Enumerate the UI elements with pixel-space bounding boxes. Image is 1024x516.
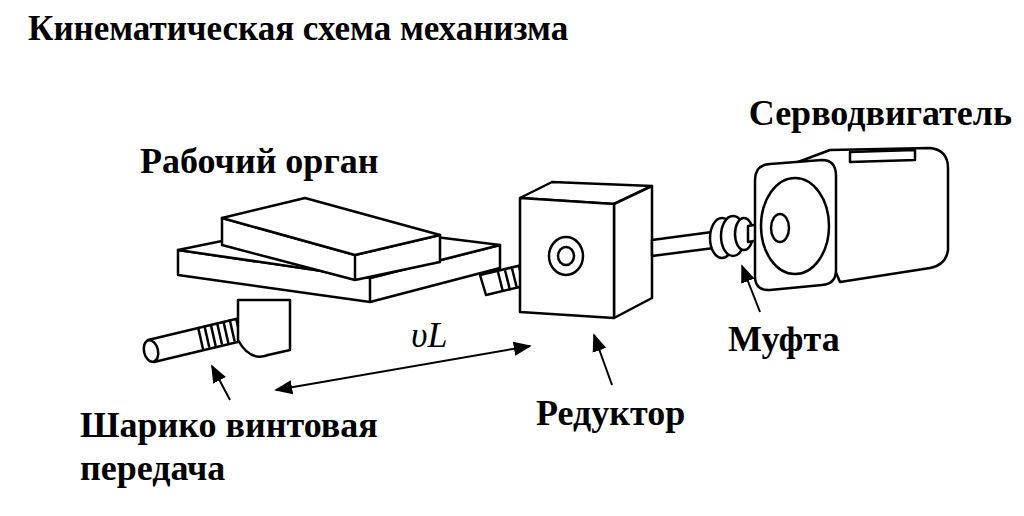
velocity-label: υL <box>408 314 451 357</box>
motor-hub <box>771 214 789 242</box>
reducer-bore <box>549 237 583 275</box>
thread-stroke <box>505 270 510 290</box>
ball-nut <box>238 300 290 357</box>
diagram-title: Кинематическая схема механизма <box>28 8 568 50</box>
screw-thread <box>198 318 241 349</box>
thread-stroke <box>217 323 222 345</box>
leader-arrow <box>742 266 760 312</box>
thread-stroke <box>211 324 216 346</box>
part-label: Шарико винтовая передача <box>80 404 500 490</box>
work-block-top <box>222 198 440 255</box>
part-label: Серводвигатель <box>749 92 1012 135</box>
motor-top-detail <box>850 150 915 162</box>
reducer-front <box>520 198 614 318</box>
motor-flange <box>755 160 836 290</box>
thread-stroke <box>230 320 235 342</box>
reducer-bore-inner <box>558 247 574 265</box>
reducer-side <box>614 186 652 318</box>
screw-end <box>142 339 161 364</box>
work-block-edge <box>354 255 357 280</box>
motor-face <box>761 178 829 274</box>
thread-stroke <box>498 272 503 292</box>
part-label: Рабочий орган <box>140 140 378 183</box>
part-label: Редуктор <box>536 392 685 435</box>
thread-stroke <box>512 269 517 289</box>
thread-stroke <box>223 321 228 343</box>
screw-rod <box>148 318 246 362</box>
leader-arrow <box>594 335 612 385</box>
table-plate-edge <box>369 278 372 302</box>
part-label: Муфта <box>728 318 840 361</box>
dimension-arrow <box>276 346 530 390</box>
thread-stroke <box>204 326 209 348</box>
thread-stroke <box>198 327 203 349</box>
shaft <box>652 232 714 256</box>
leader-arrow <box>212 366 230 400</box>
